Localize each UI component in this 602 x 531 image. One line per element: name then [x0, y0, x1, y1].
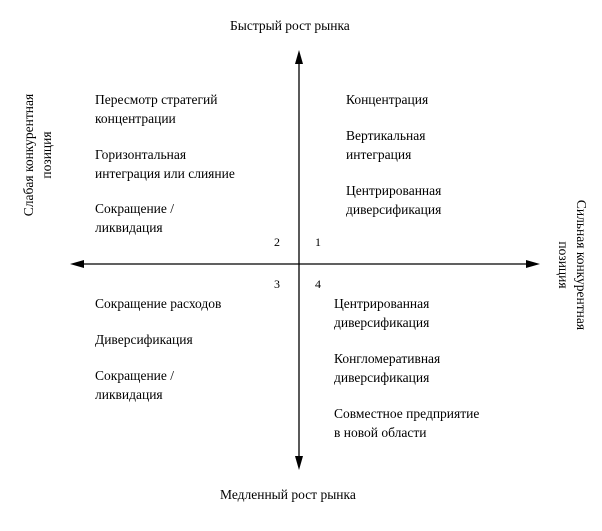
horizontal-axis — [70, 260, 540, 268]
strategy-q2-2: Горизонтальная интеграция или слияние — [95, 147, 235, 181]
quadrant-number-4: 4 — [315, 277, 321, 291]
axis-label-bottom: Медленный рост рынка — [220, 487, 356, 502]
strategy-q3-2: Диверсификация — [95, 332, 193, 347]
arrow-up-icon — [295, 50, 303, 64]
quadrant-number-3: 3 — [274, 277, 280, 291]
strategy-q3-3: Сокращение / ликвидация — [95, 368, 175, 402]
strategy-q2-3: Сокращение / ликвидация — [95, 201, 175, 235]
strategy-q1-2: Вертикальная интеграция — [346, 128, 426, 162]
arrow-right-icon — [526, 260, 540, 268]
strategy-q3-1: Сокращение расходов — [95, 296, 222, 311]
axis-label-right: Сильная конкурентная позиция — [556, 199, 589, 331]
strategy-q2-1: Пересмотр стратегий концентрации — [95, 92, 218, 126]
strategy-q1-3: Центрированная диверсификация — [346, 183, 442, 217]
strategy-q4-1: Центрированная диверсификация — [334, 296, 430, 330]
arrow-left-icon — [70, 260, 84, 268]
axis-label-top: Быстрый рост рынка — [230, 18, 350, 33]
quadrant-number-2: 2 — [274, 235, 280, 249]
axis-label-left: Слабая конкурентная позиция — [21, 93, 54, 217]
strategy-q4-2: Конгломеративная диверсификация — [334, 351, 441, 385]
quadrant-number-1: 1 — [315, 235, 321, 249]
vertical-axis — [295, 50, 303, 470]
arrow-down-icon — [295, 456, 303, 470]
strategy-q1-1: Концентрация — [346, 92, 429, 107]
strategy-q4-3: Совместное предприятие в новой области — [334, 406, 480, 440]
